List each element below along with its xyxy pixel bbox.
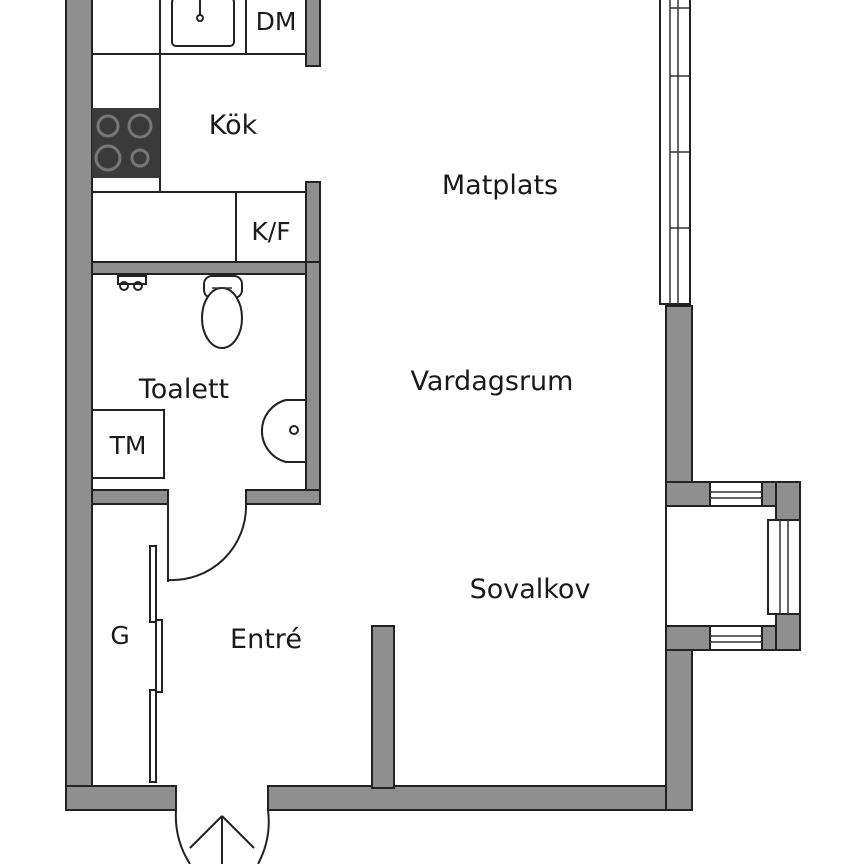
washing-machine	[91, 409, 165, 479]
bottom-outer-wall-right	[267, 785, 693, 811]
kitchen-toilet-divider	[91, 261, 321, 275]
bay-windows	[665, 481, 801, 651]
bay-window-right	[767, 519, 801, 615]
left-outer-wall	[65, 0, 93, 811]
kitchen-partition-top	[305, 0, 321, 67]
room-label-alcove: Sovalkov	[470, 574, 591, 605]
room-label-living: Vardagsrum	[411, 366, 574, 397]
entrance-arrow-icon	[189, 815, 255, 864]
stove-icon	[92, 108, 160, 178]
kitchen: DM K/F	[92, 0, 307, 263]
bottom-outer-wall-left	[65, 785, 177, 811]
right-outer-wall-lower	[665, 649, 693, 811]
room-label-toilet: Toalett	[138, 374, 229, 405]
kitchen-partition-mid	[305, 181, 321, 265]
toilet-room: TM	[91, 275, 307, 582]
dishwasher-label: DM	[256, 7, 297, 36]
entry: G	[92, 503, 270, 864]
wardrobe-label: G	[110, 621, 129, 650]
toilet-bottom-wall-right	[245, 489, 321, 505]
sink-icon	[159, 0, 247, 55]
long-window	[659, 0, 691, 305]
wardrobe-doors	[149, 545, 163, 783]
washing-machine-label: TM	[109, 431, 147, 460]
room-labels: Kök Matplats Vardagsrum Toalett Sovalkov…	[138, 110, 591, 655]
entrance-door	[174, 809, 191, 864]
washbasin-icon	[260, 399, 307, 463]
fridge-freezer	[235, 191, 307, 263]
bay-window-bottom	[709, 625, 763, 651]
toilet-bottom-wall-left	[91, 489, 169, 505]
toilet-door	[167, 503, 248, 582]
room-label-entry: Entré	[230, 624, 302, 655]
fridge-freezer-label: K/F	[251, 217, 290, 246]
bay-window-top	[709, 481, 763, 507]
faucet-icon	[117, 275, 147, 291]
room-label-dining: Matplats	[442, 170, 558, 201]
dishwasher	[245, 0, 307, 55]
toilet-right-wall	[305, 261, 321, 505]
alcove-partition	[371, 625, 395, 789]
right-outer-wall-mid	[665, 305, 693, 507]
room-label-kitchen: Kök	[209, 110, 258, 141]
toilet-icon	[201, 275, 243, 349]
